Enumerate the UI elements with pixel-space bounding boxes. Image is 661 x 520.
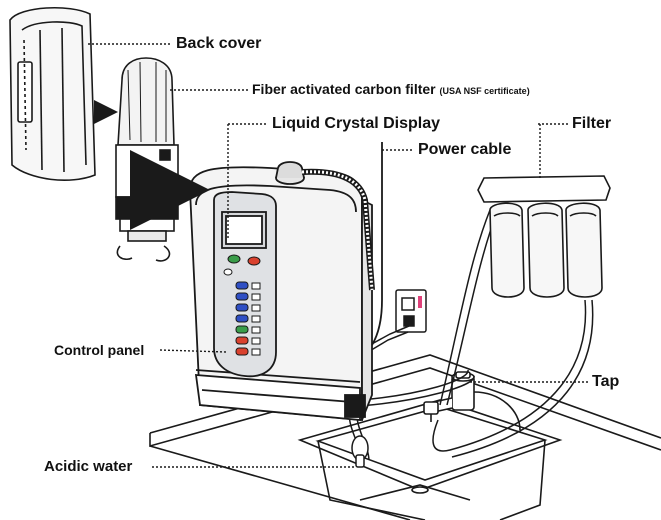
label-acidic-water: Acidic water — [44, 458, 133, 475]
filter-housing — [477, 175, 611, 298]
label-filter: Filter — [572, 115, 612, 132]
sink-counter — [149, 354, 661, 520]
carbon-filter-cartridge — [115, 57, 179, 262]
label-carbon-filter-text: Fiber activated carbon filter — [252, 81, 436, 97]
label-power-cable: Power cable — [418, 141, 512, 158]
power-cable — [371, 142, 383, 346]
leader-lines — [88, 43, 588, 468]
back-cover — [9, 6, 96, 181]
acidic-water-outlet — [351, 435, 369, 468]
control-buttons — [223, 254, 261, 356]
ionizer-unit — [189, 161, 375, 421]
wall-outlet — [367, 289, 427, 353]
label-back-cover: Back cover — [176, 35, 262, 52]
label-carbon-filter-note: (USA NSF certificate) — [439, 86, 530, 96]
label-carbon-filter: Fiber activated carbon filter (USA NSF c… — [252, 82, 530, 96]
label-lcd: Liquid Crystal Display — [272, 115, 441, 132]
label-control-panel: Control panel — [54, 342, 145, 358]
hoses — [348, 209, 594, 461]
label-tap: Tap — [592, 373, 620, 390]
